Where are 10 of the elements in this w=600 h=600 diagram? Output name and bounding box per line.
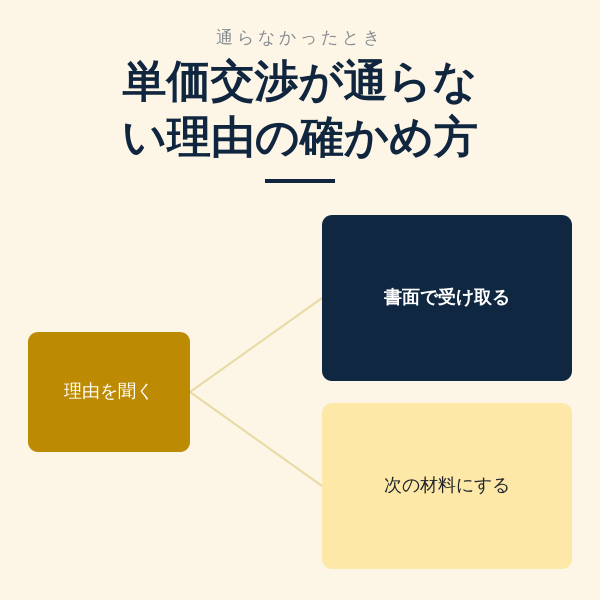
connector-line <box>189 297 323 393</box>
process-box <box>322 403 572 569</box>
title-text: 単価交渉が通らない理由の確かめ方 <box>121 55 479 165</box>
node-label: 書面で受け取る <box>384 286 510 310</box>
process-box <box>322 215 572 381</box>
subtitle-text: 通らなかったとき <box>216 27 384 50</box>
node-label: 理由を聞く <box>64 380 154 404</box>
node-label: 次の材料にする <box>384 474 510 498</box>
process-box <box>28 332 190 452</box>
connector-line <box>189 391 323 487</box>
